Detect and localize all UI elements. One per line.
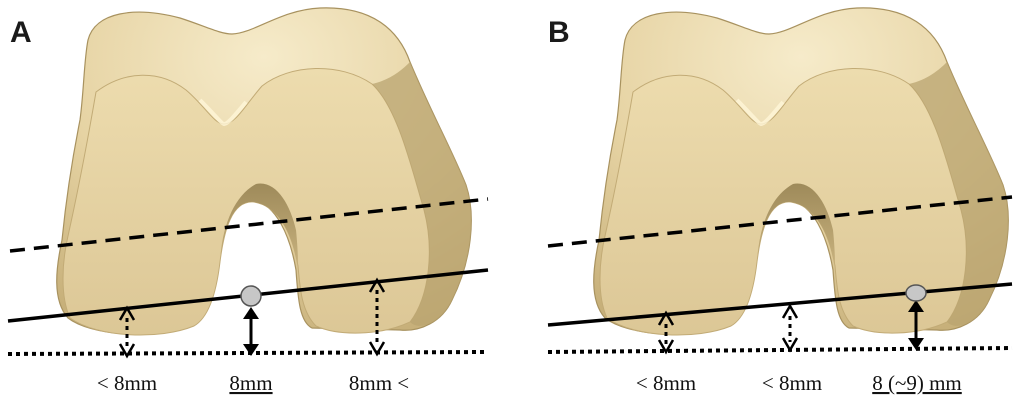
measurement-label: 8mm < [349, 371, 409, 395]
measurement-label: < 8mm [97, 371, 157, 395]
measurement-label: 8 (~9) mm [872, 371, 962, 395]
measurement-label: < 8mm [636, 371, 696, 395]
panel-label: A [10, 16, 32, 49]
panel-label: B [548, 16, 570, 49]
panel-a: A [8, 8, 488, 395]
reference-point-marker [241, 286, 261, 306]
femur-bone [594, 8, 1009, 335]
measurement-label: 8mm [229, 371, 272, 395]
panel-b: B < 8mm < 8mm 8 (~9) mm [548, 8, 1012, 395]
dotted-baseline [548, 348, 1012, 352]
measurement-label: < 8mm [762, 371, 822, 395]
measurement-arrow [243, 307, 259, 356]
dotted-baseline [8, 352, 486, 354]
measurement-arrow [783, 306, 797, 350]
femur-bone [57, 8, 472, 335]
reference-point-marker [906, 285, 926, 301]
